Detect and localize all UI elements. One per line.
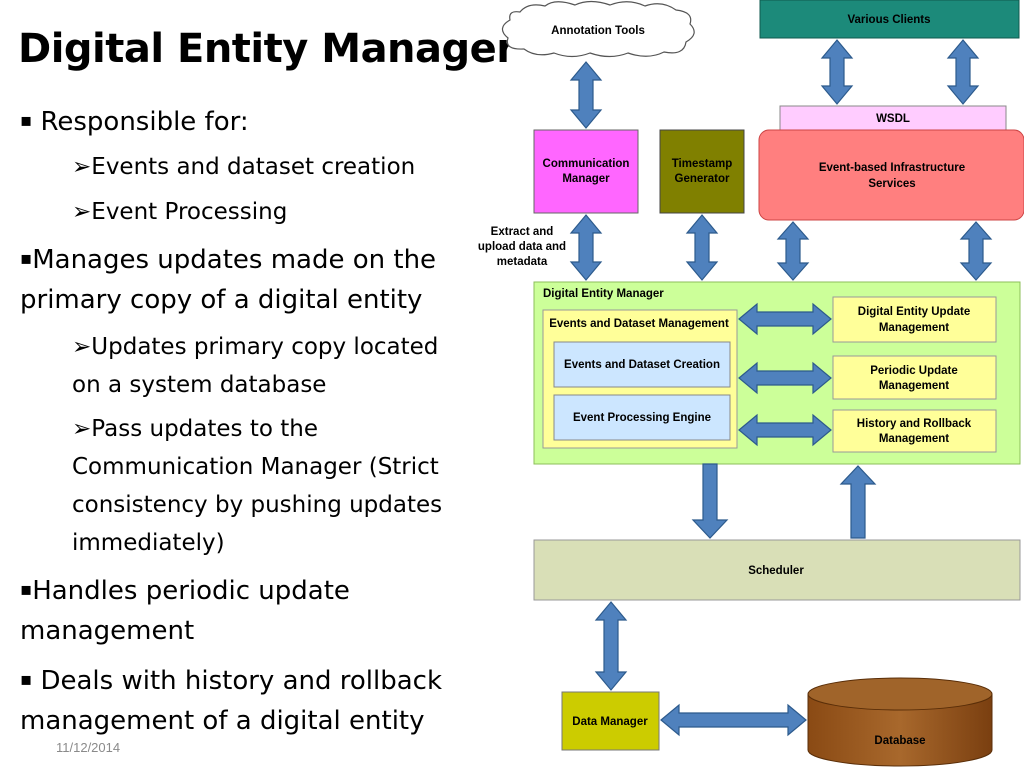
double-arrow-horizontal-icon	[738, 413, 832, 447]
arrow-bullet-icon: ➢	[72, 154, 92, 180]
arrow-bullet-icon: ➢	[72, 334, 92, 360]
hrm-label-2: Management	[879, 433, 949, 445]
double-arrow-vertical-icon	[685, 214, 719, 281]
double-arrow-vertical-icon	[594, 601, 628, 691]
bullet-history-rollback: ▪ Deals with history and rollback manage…	[20, 660, 442, 741]
infrastructure-services-box: Event-based Infrastructure Services	[758, 129, 1024, 221]
double-arrow-vertical-icon	[820, 39, 854, 105]
sub-bullet-events-creation: ➢Events and dataset creation	[72, 148, 415, 186]
timestamp-label-2: Generator	[675, 173, 730, 185]
scheduler-box: Scheduler	[533, 539, 1021, 601]
square-bullet-icon: ▪	[20, 110, 33, 131]
scheduler-label: Scheduler	[748, 565, 804, 577]
sub-bullet-text: Event Processing	[91, 199, 288, 225]
double-arrow-vertical-icon	[569, 61, 603, 129]
sub-bullet-text: Events and dataset creation	[91, 154, 416, 180]
communication-manager-box: Communication Manager	[533, 129, 639, 214]
pum-label-1: Periodic Update	[870, 365, 958, 377]
bullet-periodic-update: ▪Handles periodic update management	[20, 570, 350, 651]
bullet-text: Handles periodic update	[32, 576, 350, 606]
infra-label-2: Services	[868, 178, 915, 190]
sub-bullet-text: on a system database	[72, 372, 327, 398]
sub-bullet-text: immediately)	[72, 530, 225, 556]
slide-date: 11/12/2014	[56, 740, 121, 755]
pum-label-2: Management	[879, 380, 949, 392]
double-arrow-vertical-icon	[959, 221, 993, 281]
timestamp-label-1: Timestamp	[672, 158, 733, 170]
infra-label-1: Event-based Infrastructure	[819, 162, 965, 174]
data-manager-label: Data Manager	[572, 716, 648, 728]
bullet-text: management	[20, 616, 195, 646]
deum-label-2: Management	[879, 322, 949, 334]
slide-title: Digital Entity Manager	[18, 26, 516, 72]
periodic-update-management-box: Periodic Update Management	[832, 355, 997, 400]
square-bullet-icon: ▪	[20, 579, 33, 600]
extract-label-1: Extract and	[491, 226, 554, 238]
double-arrow-horizontal-icon	[738, 361, 832, 395]
wsdl-box: WSDL	[779, 105, 1007, 131]
annotation-tools-cloud: Annotation Tools	[501, 0, 695, 58]
epe-label: Event Processing Engine	[573, 412, 711, 424]
sub-bullet-event-processing: ➢Event Processing	[72, 193, 287, 231]
event-processing-engine-box: Event Processing Engine	[553, 394, 731, 441]
wsdl-label: WSDL	[876, 113, 910, 125]
hrm-label-1: History and Rollback	[857, 418, 972, 430]
sub-bullet-text: consistency by pushing updates	[72, 492, 443, 518]
comm-manager-label-2: Manager	[562, 173, 610, 185]
sub-bullet-text: Pass updates to the	[91, 416, 318, 442]
various-clients-box: Various Clients	[759, 0, 1020, 39]
database-label: Database	[874, 735, 925, 747]
double-arrow-horizontal-icon	[660, 703, 807, 737]
sub-bullet-pass-updates: ➢Pass updates to the Communication Manag…	[72, 410, 442, 562]
bullet-manages-updates: ▪Manages updates made on the primary cop…	[20, 239, 436, 320]
various-clients-label: Various Clients	[847, 14, 930, 26]
bullet-text: Deals with history and rollback	[40, 666, 443, 696]
bullet-text: Responsible for:	[40, 107, 249, 137]
double-arrow-vertical-icon	[569, 214, 603, 281]
arrow-bullet-icon: ➢	[72, 199, 92, 225]
edm-label: Events and Dataset Management	[549, 318, 729, 330]
arrow-up-icon	[839, 465, 877, 539]
bullet-text: primary copy of a digital entity	[20, 285, 423, 315]
dem-panel-label: Digital Entity Manager	[543, 288, 664, 300]
double-arrow-vertical-icon	[776, 221, 810, 281]
bullet-text: Manages updates made on the	[32, 245, 437, 275]
bullet-text: management of a digital entity	[20, 706, 425, 736]
events-dataset-creation-box: Events and Dataset Creation	[553, 341, 731, 388]
bullet-responsible: ▪ Responsible for:	[20, 101, 249, 142]
sub-bullet-text: Updates primary copy located	[91, 334, 439, 360]
extract-label-2: upload data and	[478, 241, 566, 253]
double-arrow-horizontal-icon	[738, 302, 832, 336]
sub-bullet-text: Communication Manager (Strict	[72, 454, 439, 480]
square-bullet-icon: ▪	[20, 669, 33, 690]
digital-entity-update-management-box: Digital Entity Update Management	[832, 296, 997, 343]
data-manager-box: Data Manager	[561, 691, 660, 751]
arrow-down-icon	[691, 463, 729, 539]
timestamp-generator-box: Timestamp Generator	[659, 129, 745, 214]
double-arrow-vertical-icon	[946, 39, 980, 105]
diagram-arrows	[569, 39, 993, 737]
history-rollback-management-box: History and Rollback Management	[832, 409, 997, 453]
edc-label: Events and Dataset Creation	[564, 359, 720, 371]
sub-bullet-updates-primary: ➢Updates primary copy located on a syste…	[72, 328, 438, 404]
extract-label-3: metadata	[497, 256, 548, 268]
comm-manager-label-1: Communication	[543, 158, 630, 170]
annotation-tools-label: Annotation Tools	[551, 25, 645, 37]
arrow-bullet-icon: ➢	[72, 416, 92, 442]
square-bullet-icon: ▪	[20, 248, 33, 269]
extract-upload-label: Extract and upload data and metadata	[478, 226, 566, 268]
database-cylinder: Database	[807, 677, 993, 767]
deum-label-1: Digital Entity Update	[858, 306, 970, 318]
